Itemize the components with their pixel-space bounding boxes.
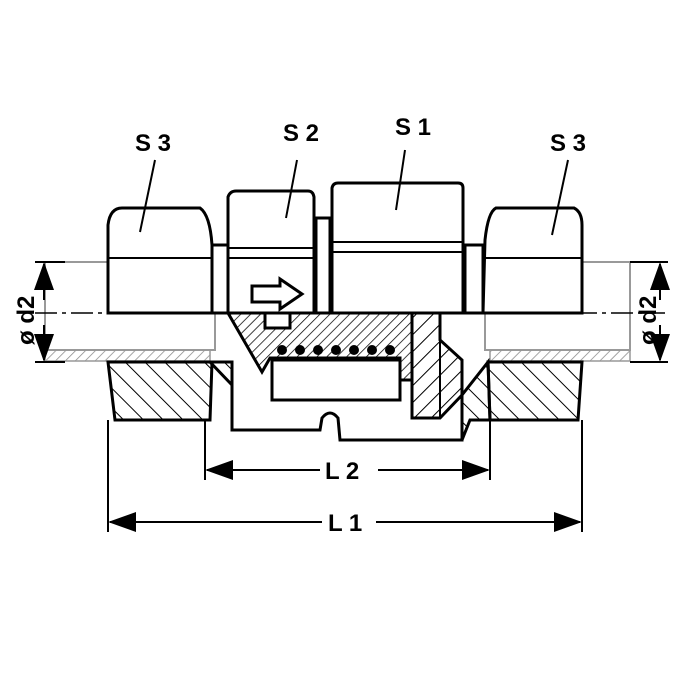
label-d2-left: ø d2 [13,296,40,345]
body-hex-s2 [226,189,332,315]
label-s3-right: S 3 [550,130,586,157]
label-s2: S 2 [283,120,319,147]
dimension-l1 [107,420,583,532]
label-d2-right: ø d2 [635,296,662,345]
spring [277,345,395,355]
body-section [206,311,492,442]
label-l2: L 2 [325,458,359,485]
nut-left-s3 [106,206,230,422]
label-l1: L 1 [328,510,362,537]
dimension-l2 [204,420,491,480]
flow-direction-arrow-icon [250,276,305,312]
body-hex-s1 [330,181,485,315]
dimension-d2-left [34,261,65,363]
label-s1: S 1 [395,114,431,141]
label-s3-left: S 3 [135,130,171,157]
dimension-d2-right [630,261,670,363]
nut-right-s3 [481,206,584,422]
